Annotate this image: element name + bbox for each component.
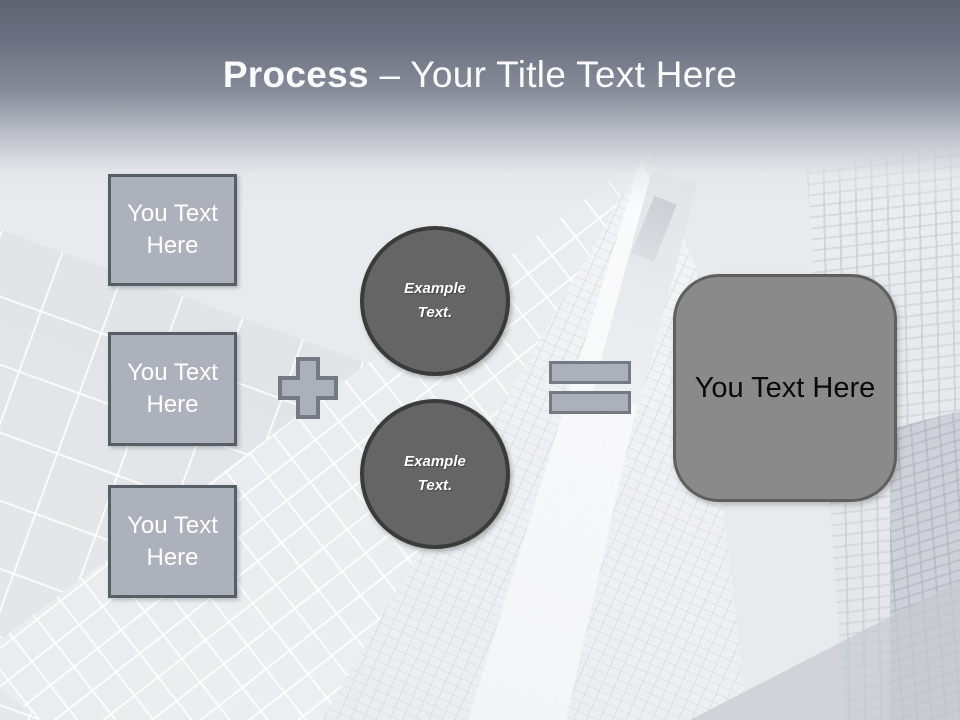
equals-icon [549, 361, 631, 414]
input-box-1-label: You Text Here [127, 200, 218, 259]
input-box-1[interactable]: You Text Here [108, 174, 237, 286]
slide-title[interactable]: Process – Your Title Text Here [0, 54, 960, 96]
input-box-3-label: You Text Here [127, 511, 218, 571]
input-box-2[interactable]: You Text Here [108, 332, 237, 446]
slide-title-subtitle: – Your Title Text Here [379, 54, 738, 95]
plus-icon [278, 357, 338, 419]
input-box-3[interactable]: You Text Here [108, 485, 237, 598]
background-right-dark-strip [890, 411, 960, 720]
example-circle-2[interactable]: Example Text. [360, 399, 510, 549]
example-circle-1[interactable]: Example Text. [360, 226, 510, 376]
slide-title-keyword: Process [222, 54, 369, 95]
input-box-2-label: You Text Here [127, 359, 218, 418]
background-tower-setback [631, 195, 677, 263]
example-circle-1-label: Example Text. [404, 280, 466, 321]
equals-bar-top [549, 361, 631, 384]
background-bottom-right-wedge [690, 580, 960, 720]
result-box[interactable]: You Text Here [673, 274, 897, 502]
example-circle-2-label: Example Text. [404, 453, 466, 494]
equals-bar-bottom [549, 391, 631, 414]
result-box-label: You Text Here [694, 371, 876, 404]
